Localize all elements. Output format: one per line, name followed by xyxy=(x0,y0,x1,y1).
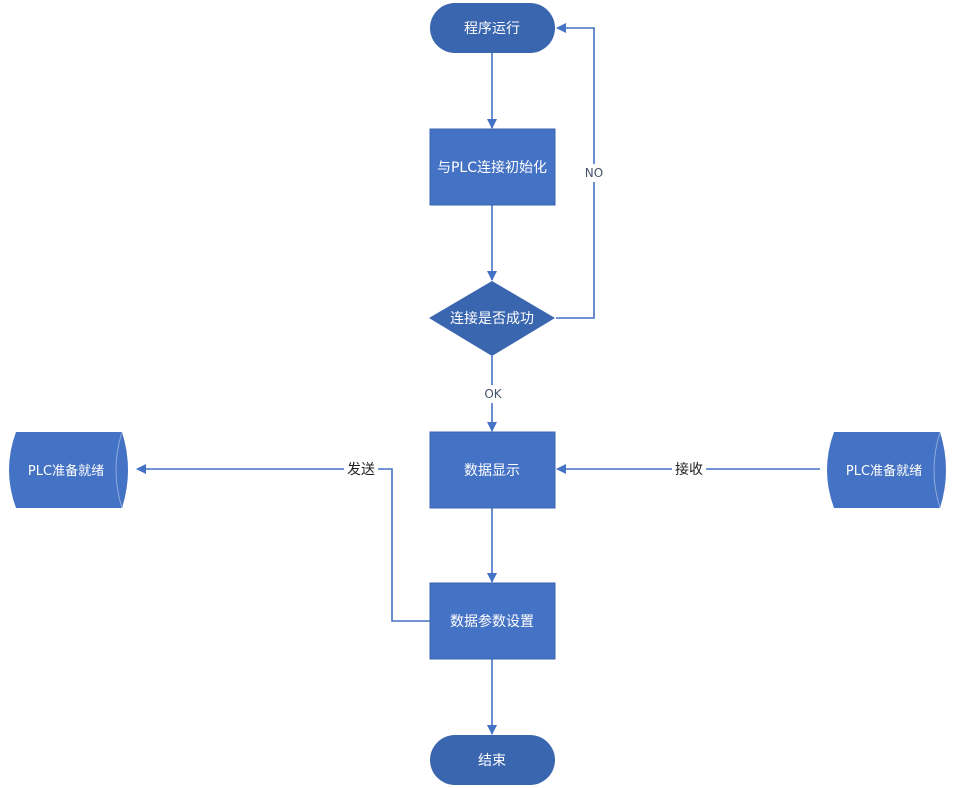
send-label: 发送 xyxy=(347,462,375,478)
plc-left-label: PLC准备就绪 xyxy=(28,463,104,479)
start-terminal: 程序运行 xyxy=(430,3,555,53)
params-process-box: 数据参数设置 xyxy=(429,582,556,660)
start-terminal-label: 程序运行 xyxy=(464,21,520,37)
plc-right-storage: PLC准备就绪 xyxy=(827,431,946,509)
end-terminal: 结束 xyxy=(430,735,555,785)
ok-label: OK xyxy=(484,387,502,401)
receive-label: 接收 xyxy=(675,461,703,478)
decision-diamond: 连接是否成功 xyxy=(429,281,555,356)
display-process-label: 数据显示 xyxy=(464,463,520,479)
no-label: NO xyxy=(585,166,603,180)
plc-left-storage: PLC准备就绪 xyxy=(9,431,128,509)
params-process-label: 数据参数设置 xyxy=(450,613,534,630)
edge-params-send-to-plc xyxy=(136,464,430,622)
display-process-box: 数据显示 xyxy=(429,431,556,509)
init-process-label: 与PLC连接初始化 xyxy=(437,159,547,176)
end-terminal-label: 结束 xyxy=(478,753,506,769)
plc-right-label: PLC准备就绪 xyxy=(846,463,922,479)
init-process-box: 与PLC连接初始化 xyxy=(429,128,556,206)
decision-label: 连接是否成功 xyxy=(450,310,534,327)
